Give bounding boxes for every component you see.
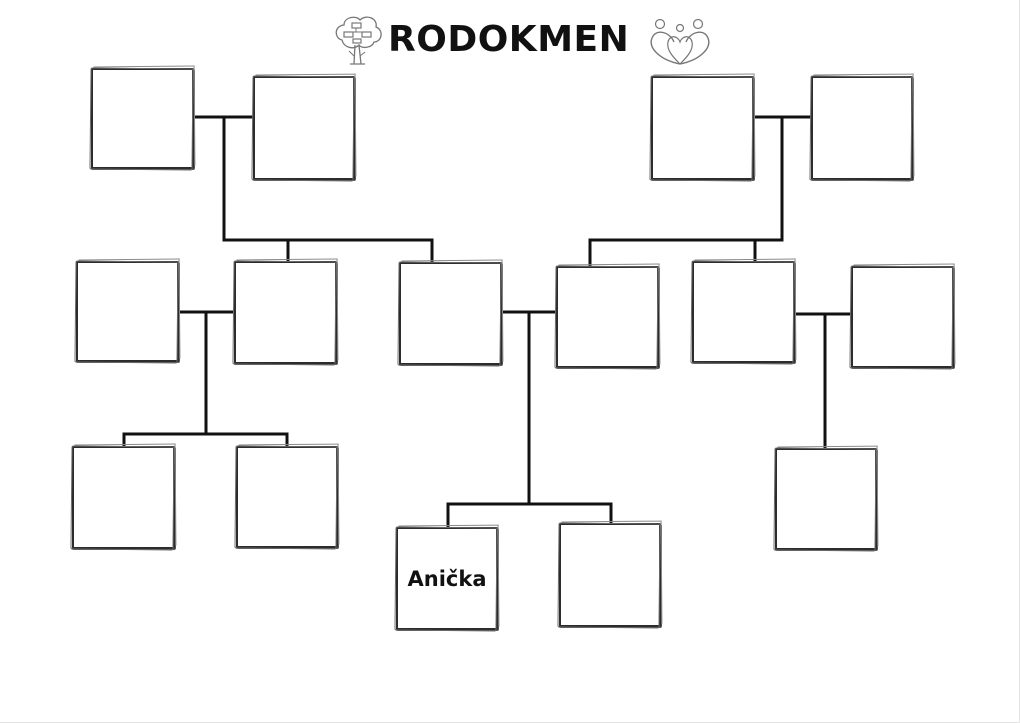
family-hearts-icon	[650, 18, 710, 65]
person-card[interactable]	[651, 76, 754, 180]
person-card[interactable]	[775, 448, 877, 550]
person-card-me[interactable]: Anička	[396, 527, 498, 630]
header: RODOKMEN	[0, 12, 1020, 70]
person-card[interactable]	[72, 446, 175, 549]
person-card[interactable]	[811, 76, 913, 180]
person-card[interactable]	[236, 446, 338, 548]
page-title: RODOKMEN	[388, 19, 630, 60]
person-card[interactable]	[559, 523, 661, 627]
person-card[interactable]	[253, 76, 355, 180]
person-card[interactable]	[399, 262, 502, 365]
person-card[interactable]	[851, 266, 954, 368]
person-name: Anička	[407, 567, 487, 591]
family-tree-icon	[335, 16, 382, 65]
person-card[interactable]	[76, 261, 179, 362]
person-card[interactable]	[91, 68, 194, 169]
person-card[interactable]	[234, 261, 337, 364]
person-card[interactable]	[556, 266, 659, 368]
person-card[interactable]	[692, 261, 795, 363]
